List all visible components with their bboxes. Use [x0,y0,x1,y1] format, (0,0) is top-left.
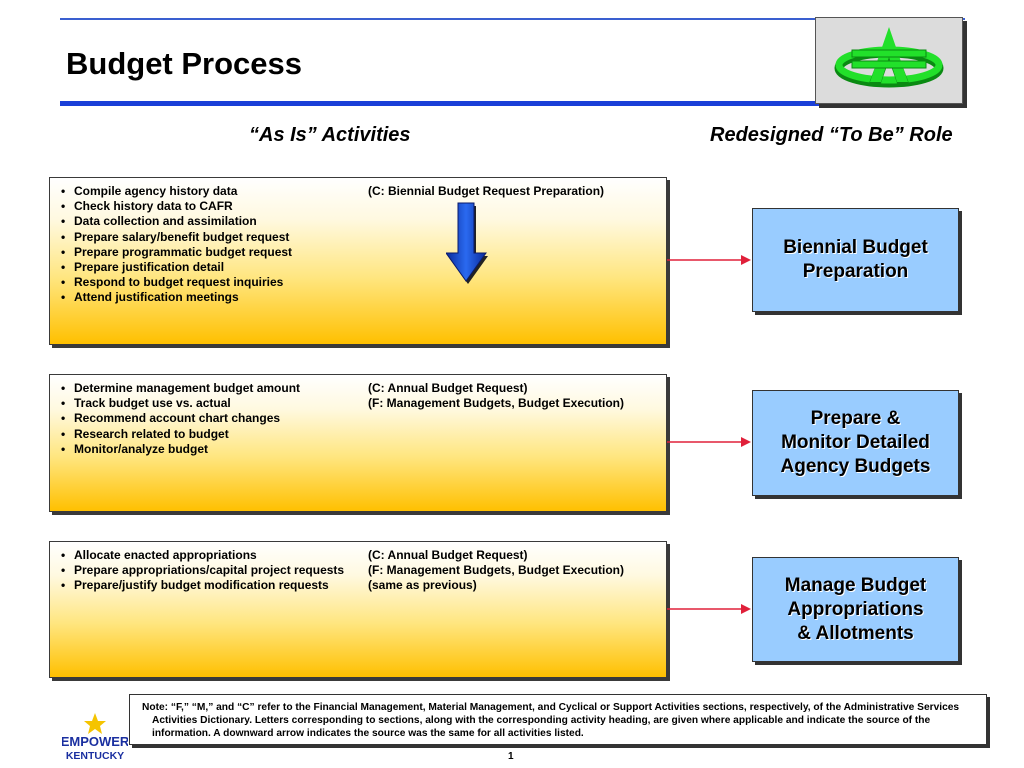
source-reference: (C: Annual Budget Request) [368,548,528,562]
list-item: Allocate enacted appropriations [58,548,344,563]
list-item: Determine management budget amount [58,381,300,396]
list-item: Prepare/justify budget modification requ… [58,578,344,593]
source-list: (C: Biennial Budget Request Preparation) [368,184,604,199]
role-label: Biennial Budget Preparation [783,237,928,282]
activity-list: Determine management budget amount Track… [58,381,300,457]
role-label: Manage Budget Appropriations & Allotment… [784,574,927,644]
activity-box-management: Determine management budget amount Track… [49,374,667,512]
list-item: Recommend account chart changes [58,411,300,426]
role-box-appropriations: Manage Budget Appropriations & Allotment… [752,557,959,662]
list-item: Research related to budget [58,427,300,442]
source-reference: (C: Annual Budget Request) [368,381,528,395]
activity-list: Allocate enacted appropriations Prepare … [58,548,344,594]
role-box-agency-budgets: Prepare & Monitor Detailed Agency Budget… [752,390,959,496]
source-reference: (F: Management Budgets, Budget Execution… [368,563,625,578]
activity-box-appropriations: Allocate enacted appropriations Prepare … [49,541,667,678]
connector-arrow-icon [667,255,751,265]
source-reference: (C: Biennial Budget Request Preparation) [368,184,605,198]
list-item: Track budget use vs. actual [58,396,300,411]
top-rule [60,18,965,20]
list-item: Compile agency history data [58,184,292,199]
list-item: Prepare appropriations/capital project r… [58,563,344,578]
logo-box [815,17,963,104]
list-item: Prepare salary/benefit budget request [58,230,292,245]
as-is-heading: “As Is” Activities [249,124,411,146]
green-a-logo-icon [834,27,944,88]
list-item: Attend justification meetings [58,290,292,305]
list-item: Check history data to CAFR [58,199,292,214]
to-be-heading: Redesigned “To Be” Role [710,124,953,146]
logo-line-2: KENTUCKY [66,750,124,762]
list-item: Data collection and assimilation [58,214,292,229]
source-list: (C: Annual Budget Request) (F: Managemen… [368,381,624,411]
page-title: Budget Process [66,46,303,81]
down-arrow-icon [446,202,488,284]
note-box: Note: “F,” “M,” and “C” refer to the Fin… [129,694,987,745]
list-item: Prepare justification detail [58,260,292,275]
role-box-biennial-budget: Biennial Budget Preparation [752,208,959,312]
source-reference: (F: Management Budgets, Budget Execution… [368,396,625,411]
logo-line-1: EMPOWER [62,734,128,749]
empower-kentucky-logo: EMPOWER KENTUCKY [62,713,128,762]
list-item: Monitor/analyze budget [58,442,300,457]
list-item: Respond to budget request inquiries [58,275,292,290]
source-reference: (same as previous) [368,578,477,593]
list-item: Prepare programmatic budget request [58,245,292,260]
role-label: Prepare & Monitor Detailed Agency Budget… [780,408,931,477]
activity-list: Compile agency history data Check histor… [58,184,292,306]
activity-box-biennial: Compile agency history data Check histor… [49,177,667,345]
note-text: Note: “F,” “M,” and “C” refer to the Fin… [142,702,960,739]
connector-arrow-icon [667,604,751,614]
title-underline [60,101,965,106]
page-number: 1 [508,751,514,762]
connector-arrow-icon [667,437,751,447]
source-list: (C: Annual Budget Request) (F: Managemen… [368,548,624,594]
